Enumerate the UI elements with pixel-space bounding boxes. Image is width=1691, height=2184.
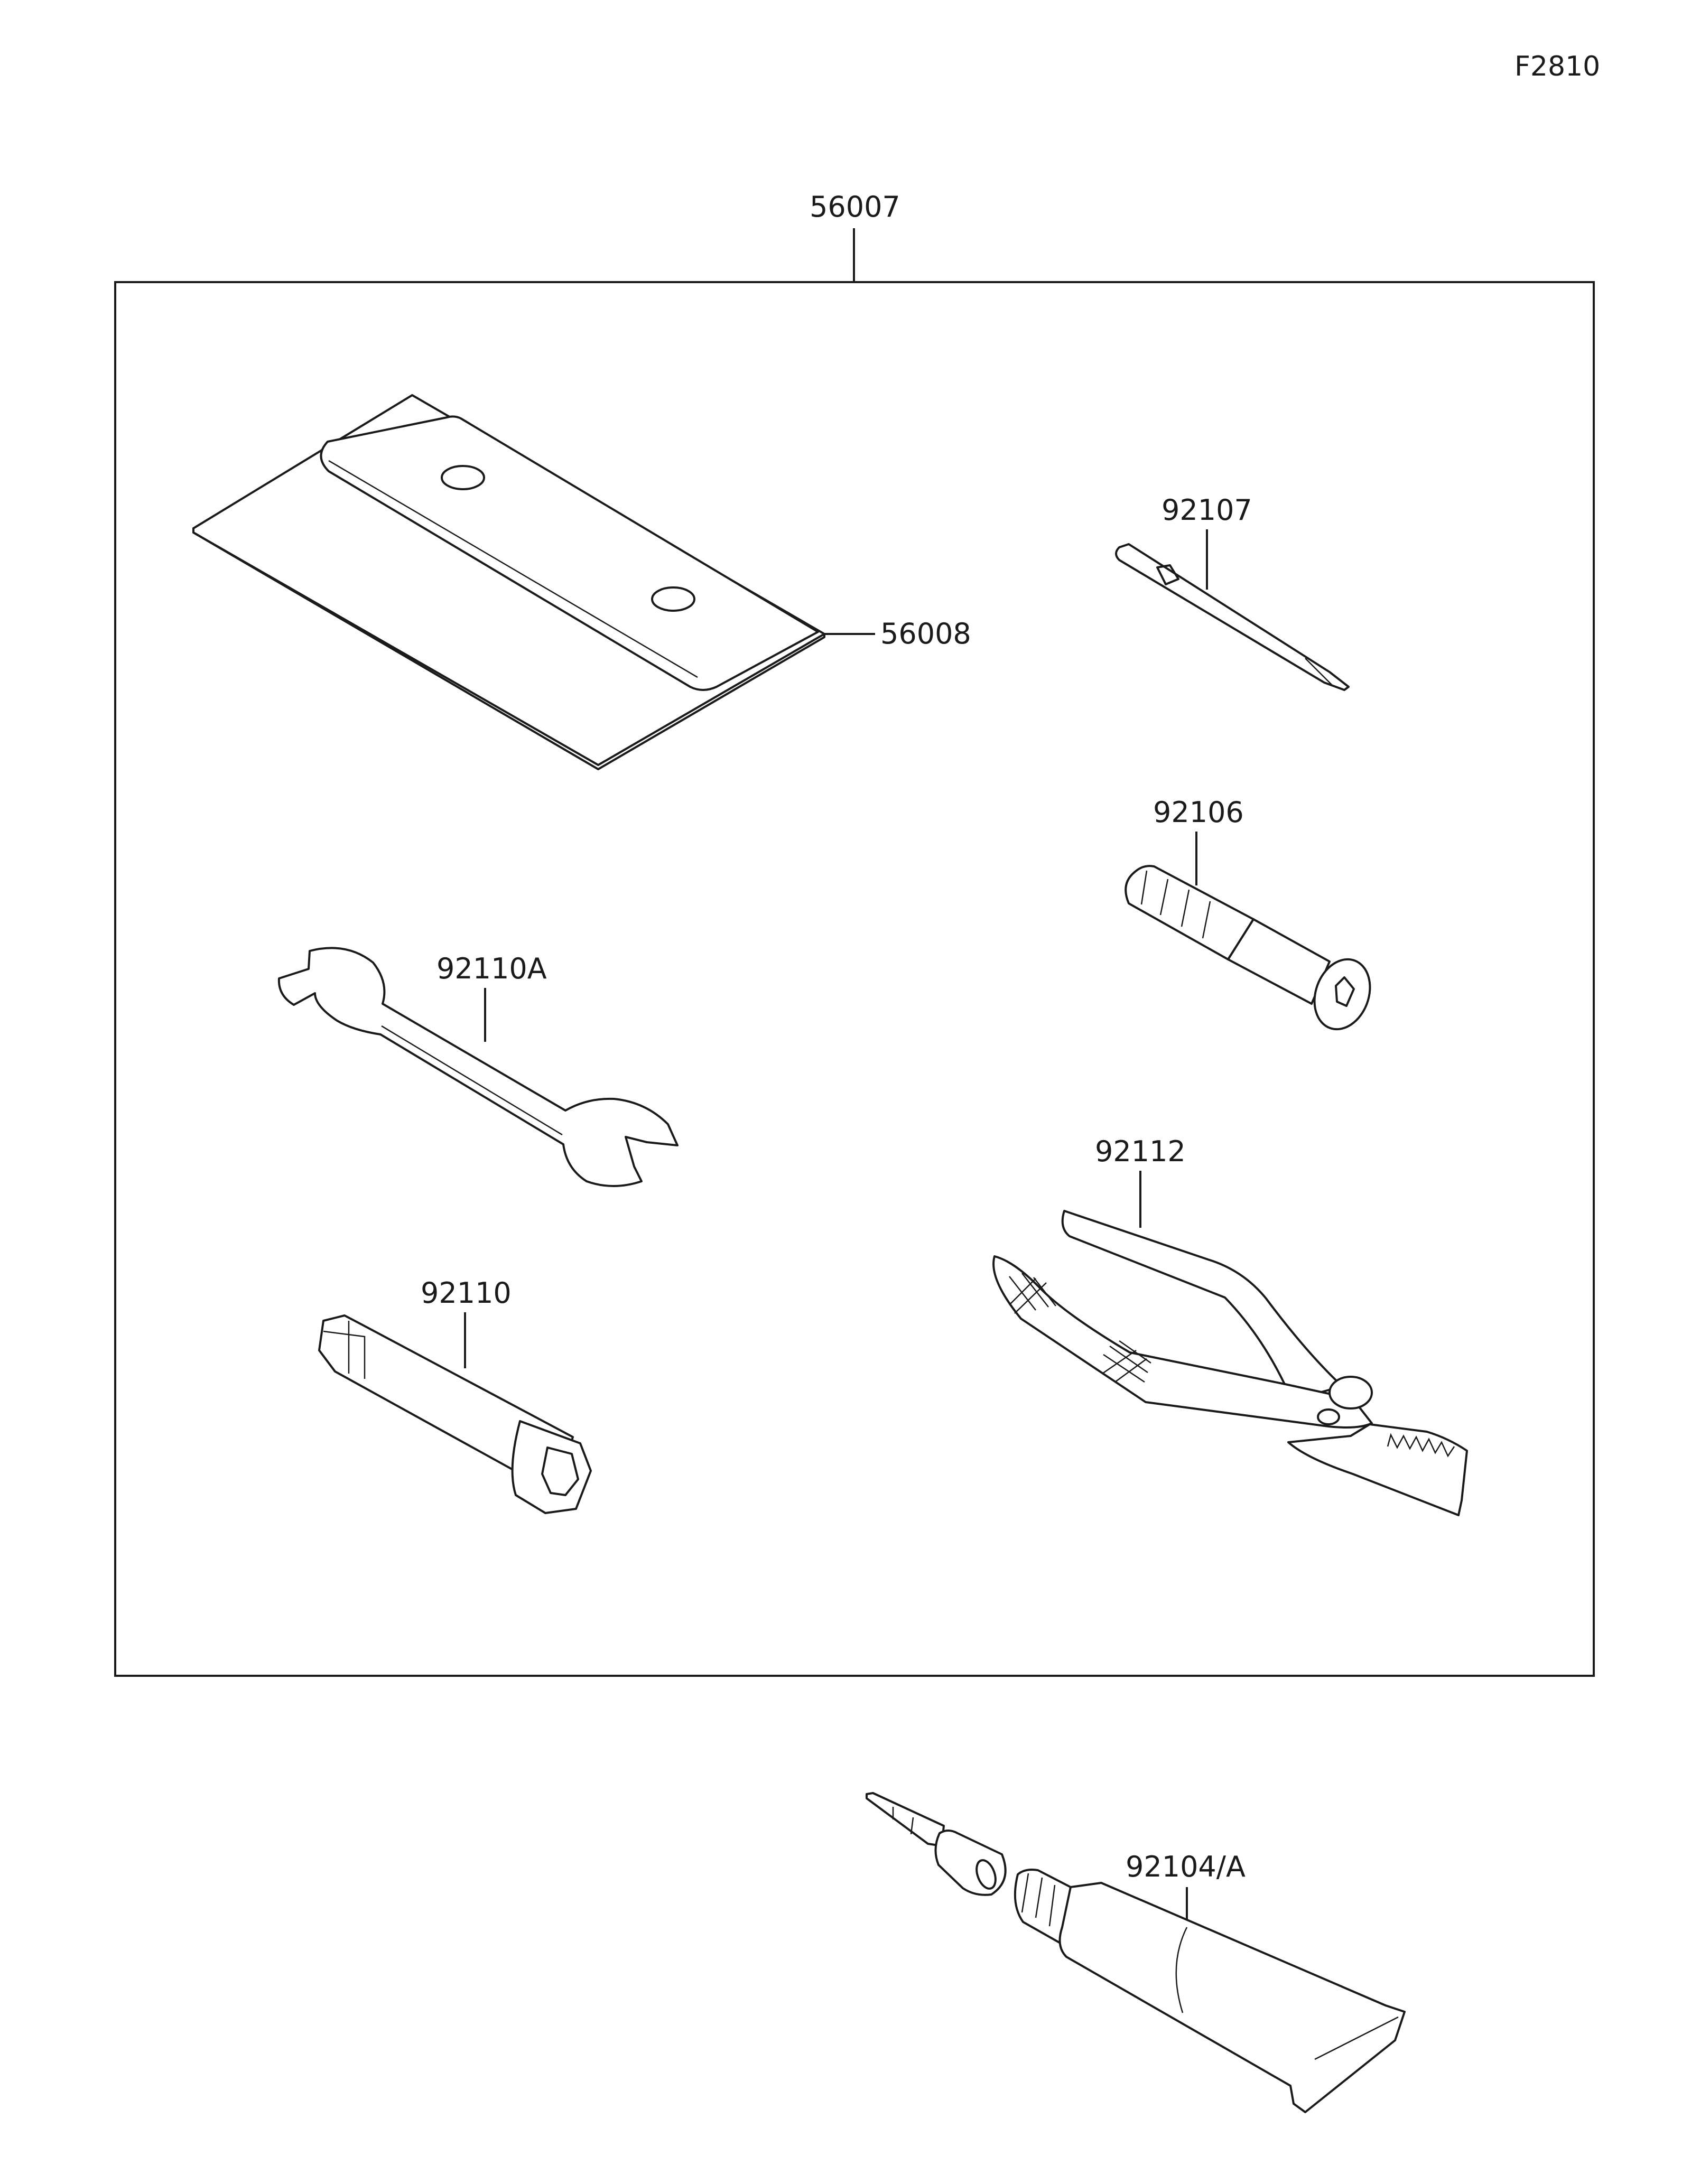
callout-56008: 56008	[880, 617, 971, 650]
callout-92112: 92112	[1095, 1135, 1186, 1168]
tool-kit-group: 56007	[114, 190, 1595, 1677]
callout-92106: 92106	[1153, 796, 1244, 829]
tool-kit-frame	[114, 281, 1595, 1677]
tool-bag: 56008	[192, 394, 971, 770]
callout-92110A: 92110A	[436, 952, 547, 985]
screwdriver-bit: 92107	[1115, 493, 1350, 691]
callout-92107: 92107	[1162, 493, 1252, 527]
spark-plug-wrench: 92110	[318, 1276, 592, 1514]
callout-56007: 56007	[810, 190, 900, 223]
pliers: 92112	[992, 1135, 1468, 1516]
callout-92110: 92110	[421, 1276, 512, 1310]
repair-kit: 92104/A	[866, 1792, 1406, 2113]
figure-code: F2810	[1515, 51, 1600, 82]
screwdriver-handle: 92106	[1125, 796, 1371, 1031]
callout-92104A: 92104/A	[1126, 1850, 1246, 1883]
open-end-wrench: 92110A	[277, 947, 679, 1187]
